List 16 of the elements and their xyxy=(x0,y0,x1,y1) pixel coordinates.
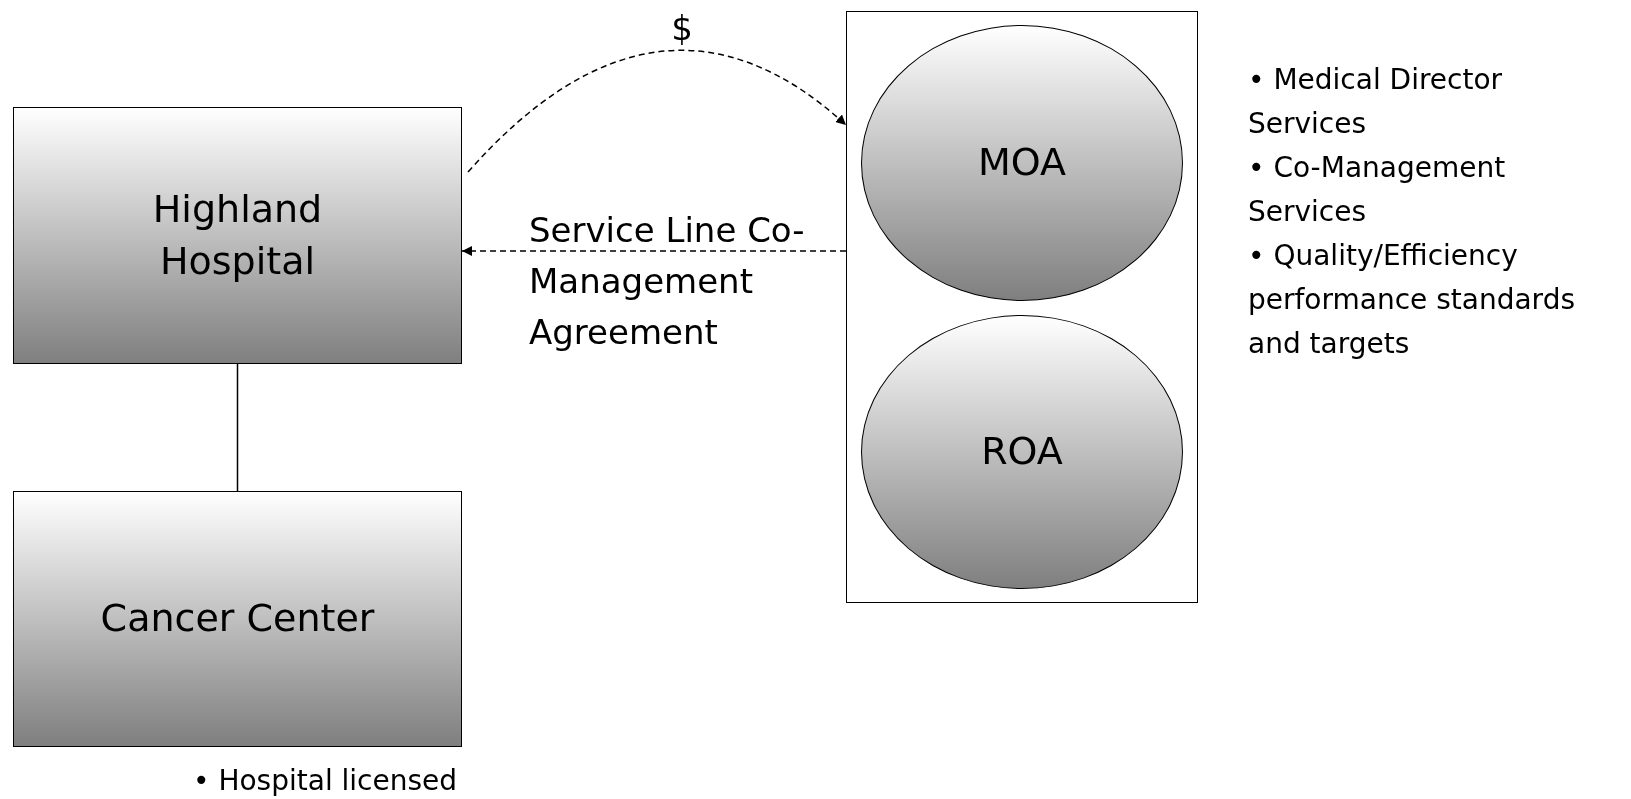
node-label: Cancer Center xyxy=(100,595,375,643)
connector-line xyxy=(236,363,239,492)
bullet-note: • Medical Director Services xyxy=(1248,62,1504,142)
process-box xyxy=(13,491,462,747)
bullet-note: • Quality/Efficiency performance standards and targets xyxy=(1248,238,1576,362)
container-box xyxy=(846,11,1198,603)
node-label: MOA xyxy=(978,139,1066,187)
dashed-arrow xyxy=(461,246,847,256)
dashed-arrow xyxy=(467,49,847,173)
edge-label: Service Line Co-Management Agreement xyxy=(529,209,806,354)
edge-label: $ xyxy=(671,10,693,48)
bullet-note: • Hospital licensed xyxy=(193,763,458,799)
node-label: ROA xyxy=(981,428,1063,476)
bullet-note: • Co-Management Services xyxy=(1248,150,1507,230)
node-label: Highland Hospital xyxy=(151,186,324,285)
process-box xyxy=(13,107,462,364)
